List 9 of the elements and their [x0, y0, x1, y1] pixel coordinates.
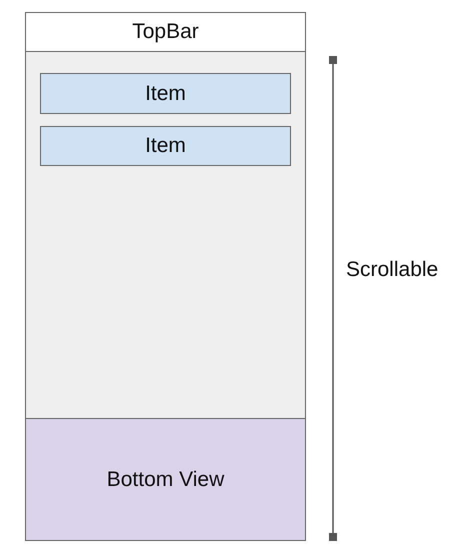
- list-item: [40, 73, 291, 114]
- scroll-area: [25, 51, 306, 419]
- scroll-label: Scrollable: [346, 258, 438, 282]
- label-text: Item: [145, 82, 186, 106]
- label-text: Item: [145, 134, 186, 158]
- list-item: [40, 126, 291, 166]
- bottom-view: [25, 418, 306, 541]
- label-text: Bottom View: [106, 468, 224, 492]
- label-text: TopBar: [132, 20, 199, 44]
